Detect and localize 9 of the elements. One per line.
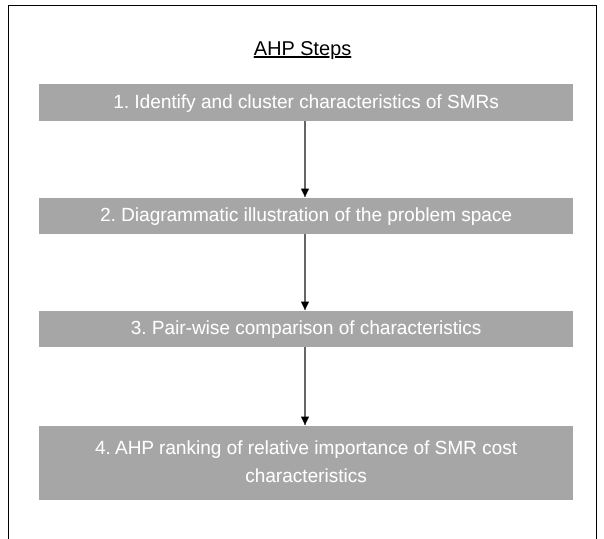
diagram-frame <box>8 5 597 539</box>
arrow <box>300 120 310 197</box>
arrow <box>300 346 310 425</box>
arrow <box>300 233 310 310</box>
process-box: 1. Identify and cluster characteristics of SMRs <box>39 84 573 121</box>
process-box: 2. Diagrammatic illustration of the problem space <box>39 198 573 234</box>
frame-heading: AHP Steps <box>252 38 352 61</box>
process-box: 3. Pair-wise comparison of characteristics <box>39 311 573 347</box>
process-box: 4. AHP ranking of relative importance of SMR cost characteristics <box>39 426 573 500</box>
